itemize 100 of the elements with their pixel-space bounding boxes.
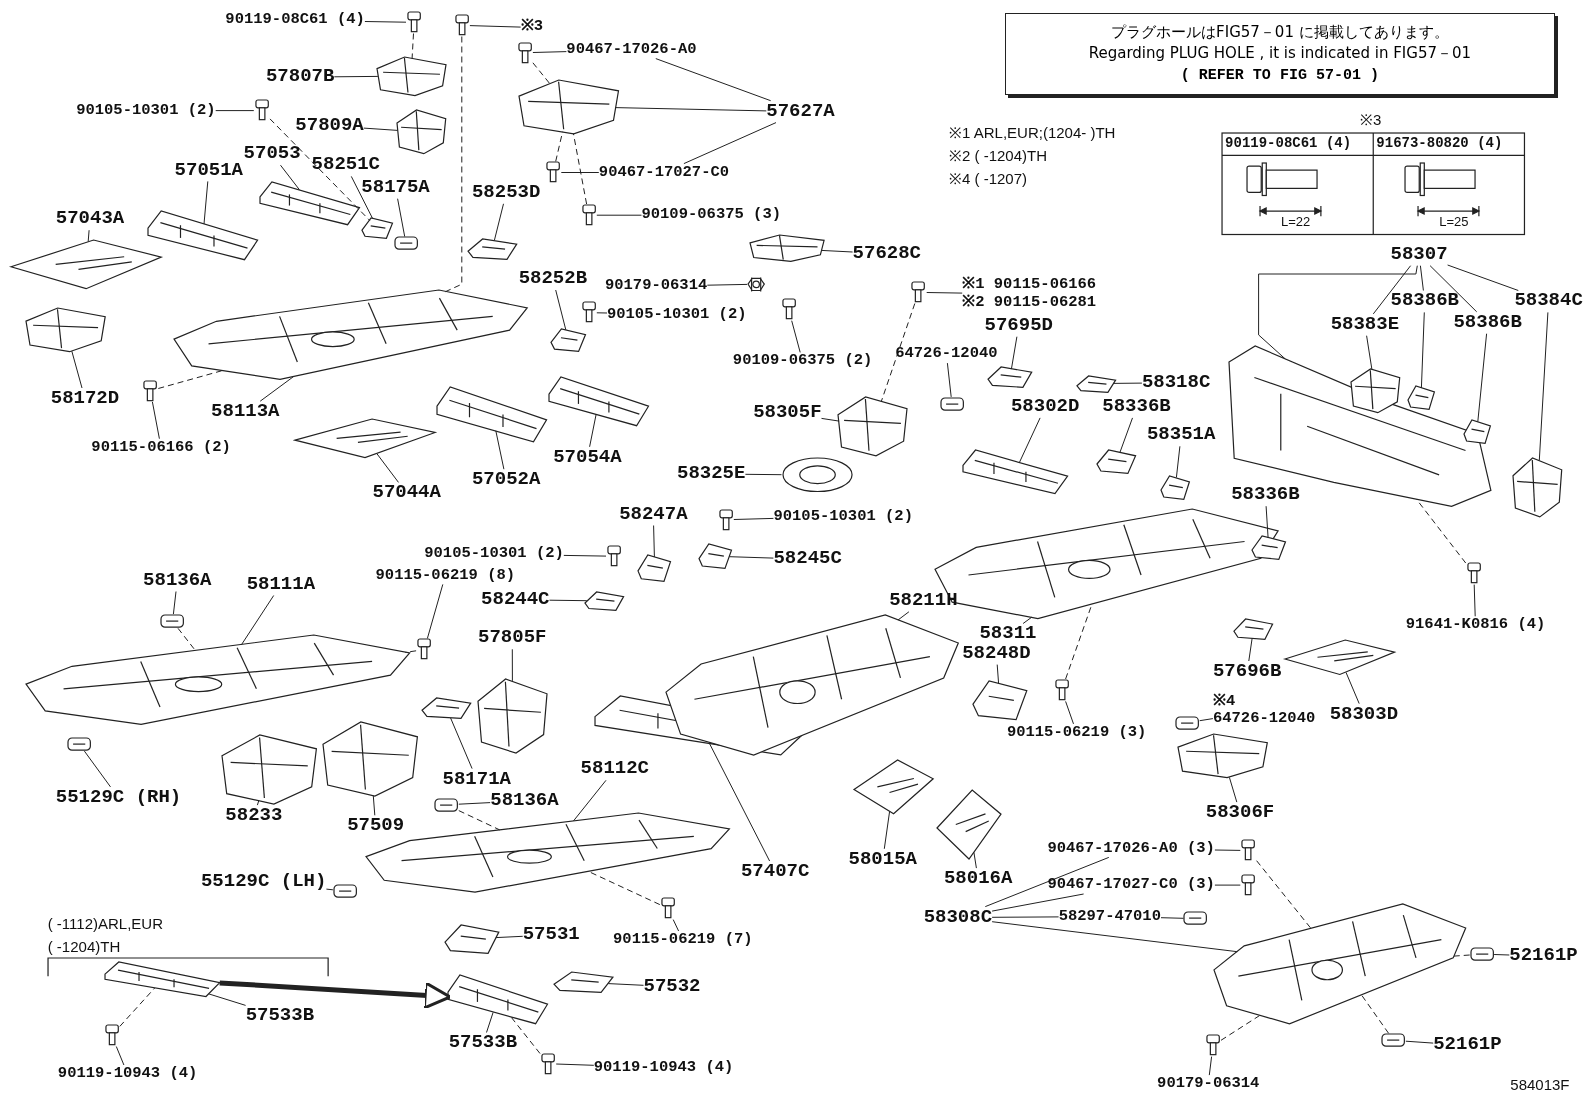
leader-line xyxy=(172,591,177,615)
leader-line xyxy=(1429,265,1478,313)
rail-drawing xyxy=(436,385,549,443)
part-number: 90119-10943 (4) xyxy=(57,1064,198,1083)
part-number: 57052A xyxy=(471,469,541,491)
clip-icon xyxy=(393,236,419,251)
part-number: 58384C xyxy=(1514,290,1583,313)
part-number: 58136A xyxy=(143,569,212,592)
leader-line xyxy=(996,664,1000,684)
bracket-drawing xyxy=(421,697,472,720)
note-text: ( -1112)ARL,EUR xyxy=(47,914,163,932)
footnote-text: ※4 ( -1207) xyxy=(949,168,1028,188)
leader-line xyxy=(991,921,1238,953)
leader-line xyxy=(683,122,777,165)
leader-line xyxy=(589,413,597,448)
bracket-drawing xyxy=(1075,374,1117,393)
leader-line xyxy=(1265,505,1269,539)
part-number: 58307 xyxy=(1390,243,1448,266)
bolt-icon xyxy=(142,379,159,402)
bracket-drawing xyxy=(987,366,1033,389)
arrow xyxy=(219,980,452,1010)
dash-panel-drawing xyxy=(1228,345,1493,508)
leader-line xyxy=(450,717,473,770)
part-number: 90179-06314 xyxy=(604,277,708,296)
part-number: 58247A xyxy=(619,503,688,526)
part-number: 57533B xyxy=(448,1032,518,1055)
bracket-drawing xyxy=(1177,733,1269,779)
rail-drawing xyxy=(104,961,221,998)
bolt-icon xyxy=(580,301,597,324)
note-text: ( REFER TO FIG 57-01 ) xyxy=(1180,66,1379,87)
leader-line xyxy=(1419,265,1424,291)
leader-line xyxy=(1447,264,1519,291)
part-number: 58318C xyxy=(1141,371,1211,394)
assembly-line xyxy=(157,370,223,389)
bolt-icon xyxy=(1240,873,1257,897)
bolt-icon xyxy=(406,11,423,34)
part-number: 90115-06219 (3) xyxy=(1006,723,1147,742)
panel-drawing xyxy=(10,238,163,290)
part-number: 58302D xyxy=(1010,396,1080,418)
leader-line xyxy=(1119,417,1133,453)
part-number: 58171A xyxy=(442,768,511,791)
leader-line xyxy=(1258,265,1418,360)
leader-line xyxy=(1065,700,1074,725)
leader-line xyxy=(596,214,642,216)
bracket-drawing xyxy=(1233,618,1274,641)
footnote-mark: ※3 xyxy=(520,18,543,37)
footnote-text: ※1 ARL,EUR;(1204- )TH xyxy=(949,122,1116,142)
leader-line xyxy=(820,249,854,253)
floor-panel-drawing xyxy=(1212,903,1467,1026)
part-number: 58308C xyxy=(923,906,993,929)
part-number: 90119-10943 (4) xyxy=(593,1058,734,1077)
leader-line xyxy=(549,599,588,602)
leader-line xyxy=(280,164,300,191)
part-number: 58016A xyxy=(943,868,1013,890)
assembly-line xyxy=(444,36,463,293)
part-number: 52161P xyxy=(1509,945,1578,968)
leader-line xyxy=(709,743,771,862)
leader-line xyxy=(1228,776,1238,803)
part-number: 90115-06219 (8) xyxy=(375,566,516,585)
bolt-icon xyxy=(516,41,533,64)
bolt-icon xyxy=(605,545,623,568)
plug-drawing xyxy=(781,457,853,493)
part-number: 58251C xyxy=(311,154,380,177)
bolt-icon xyxy=(103,1024,120,1047)
leader-line xyxy=(1018,417,1041,464)
bracket-drawing xyxy=(25,307,107,353)
assembly-line xyxy=(1220,1015,1260,1041)
leader-line xyxy=(821,417,840,422)
bracket-drawing xyxy=(971,680,1028,721)
leader-line xyxy=(469,25,522,28)
part-number: 58252B xyxy=(518,268,588,291)
part-number: 58112C xyxy=(580,758,649,781)
panel-drawing xyxy=(1283,639,1396,676)
leader-line xyxy=(71,350,83,389)
leader-line xyxy=(1493,954,1510,956)
bracket-drawing xyxy=(361,217,394,240)
leader-line xyxy=(672,919,680,932)
bracket-drawing xyxy=(837,395,909,457)
note-text: ( -1204)TH xyxy=(47,937,121,955)
leader-line xyxy=(991,916,1060,918)
bracket-drawing xyxy=(698,543,733,570)
assembly-line xyxy=(572,133,588,205)
assembly-line xyxy=(177,627,196,652)
part-number: 90105-10301 (2) xyxy=(424,545,564,564)
assembly-line xyxy=(1361,994,1390,1034)
part-number: 55129C (RH) xyxy=(55,786,182,809)
part-number: 90467-17027-C0 (3) xyxy=(1047,876,1215,894)
assembly-line xyxy=(411,33,414,59)
bolt-icon xyxy=(253,99,270,122)
bolt-icon xyxy=(1053,679,1070,702)
leader-line xyxy=(215,110,255,112)
part-number: 57051A xyxy=(174,159,243,182)
part-number: 90467-17026-A0 (3) xyxy=(1047,839,1215,858)
leader-line xyxy=(532,51,567,53)
bracket-drawing xyxy=(444,923,500,955)
part-number: 90119-08C61 (4) xyxy=(225,11,365,30)
part-number: 90179-06314 xyxy=(1157,1075,1260,1093)
part-number: 57043A xyxy=(55,208,125,231)
part-number: 91641-K0816 (4) xyxy=(1405,616,1546,635)
bolt-icon xyxy=(416,638,433,661)
